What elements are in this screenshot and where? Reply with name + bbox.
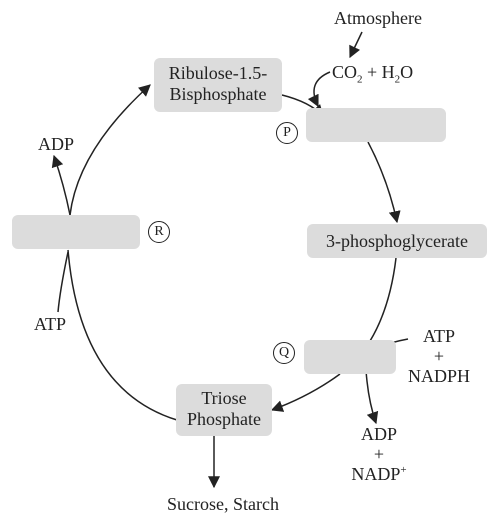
marker-q: Q — [273, 342, 295, 364]
pga-label: 3-phosphoglycerate — [326, 231, 468, 251]
adp-out-arrow — [51, 154, 71, 216]
triose-to-r-arrow — [67, 249, 178, 421]
atp-nadph-label: ATP + NADPH — [404, 326, 474, 386]
r-box — [12, 215, 140, 249]
atp-right-line3: NADPH — [407, 366, 470, 386]
marker-r: R — [148, 221, 170, 243]
p-box — [306, 108, 446, 142]
r-to-rubp-arrow — [69, 84, 151, 216]
products-label: Sucrose, Starch — [167, 494, 279, 514]
adp-nadp-label: ADP + NADP+ — [344, 424, 414, 484]
co2-arrow — [307, 71, 331, 108]
co2-subscript: 2 — [357, 73, 363, 86]
pga-to-q-arrow — [369, 257, 397, 342]
atmosphere-label: Atmosphere — [334, 8, 422, 28]
triose-line2: Phosphate — [187, 409, 261, 429]
adp-right-line3: NADP+ — [344, 464, 414, 484]
adp-nadp-arrow — [365, 369, 379, 425]
h2o-plus-text: + H — [362, 62, 395, 82]
p-to-pga-arrow — [367, 141, 401, 224]
atp-right-line2: + — [433, 346, 445, 366]
triose-line1: Triose — [201, 388, 247, 408]
atp-right-line1: ATP — [422, 326, 455, 346]
q-to-triose-arrow — [270, 373, 341, 412]
rubp-box — [154, 58, 282, 112]
h2o-subscript: 2 — [394, 73, 401, 86]
atmosphere-arrow — [349, 31, 363, 59]
marker-p: P — [276, 122, 298, 144]
atp-left-label: ATP — [34, 314, 67, 334]
nadp-superscript: + — [400, 464, 407, 476]
rubp-line1: Ribulose-1.5- — [168, 63, 268, 83]
adp-right-line2: + — [373, 444, 385, 464]
atp-in-arrow — [57, 251, 69, 313]
rubp-line2: Bisphosphate — [169, 84, 267, 104]
triose-box — [176, 384, 272, 436]
adp-left-label: ADP — [38, 134, 75, 154]
co2-h2o-label: CO2 + H2O — [332, 62, 414, 85]
rubp-label: Ribulose-1.5- Bisphosphate — [154, 63, 282, 105]
q-box — [304, 340, 396, 374]
nadp-text: NADP — [351, 464, 401, 484]
co2-text: CO — [332, 62, 358, 82]
adp-right-line1: ADP — [360, 424, 397, 444]
h2o-o-text: O — [400, 62, 414, 82]
triose-label: Triose Phosphate — [176, 388, 272, 430]
pga-box — [307, 224, 487, 258]
